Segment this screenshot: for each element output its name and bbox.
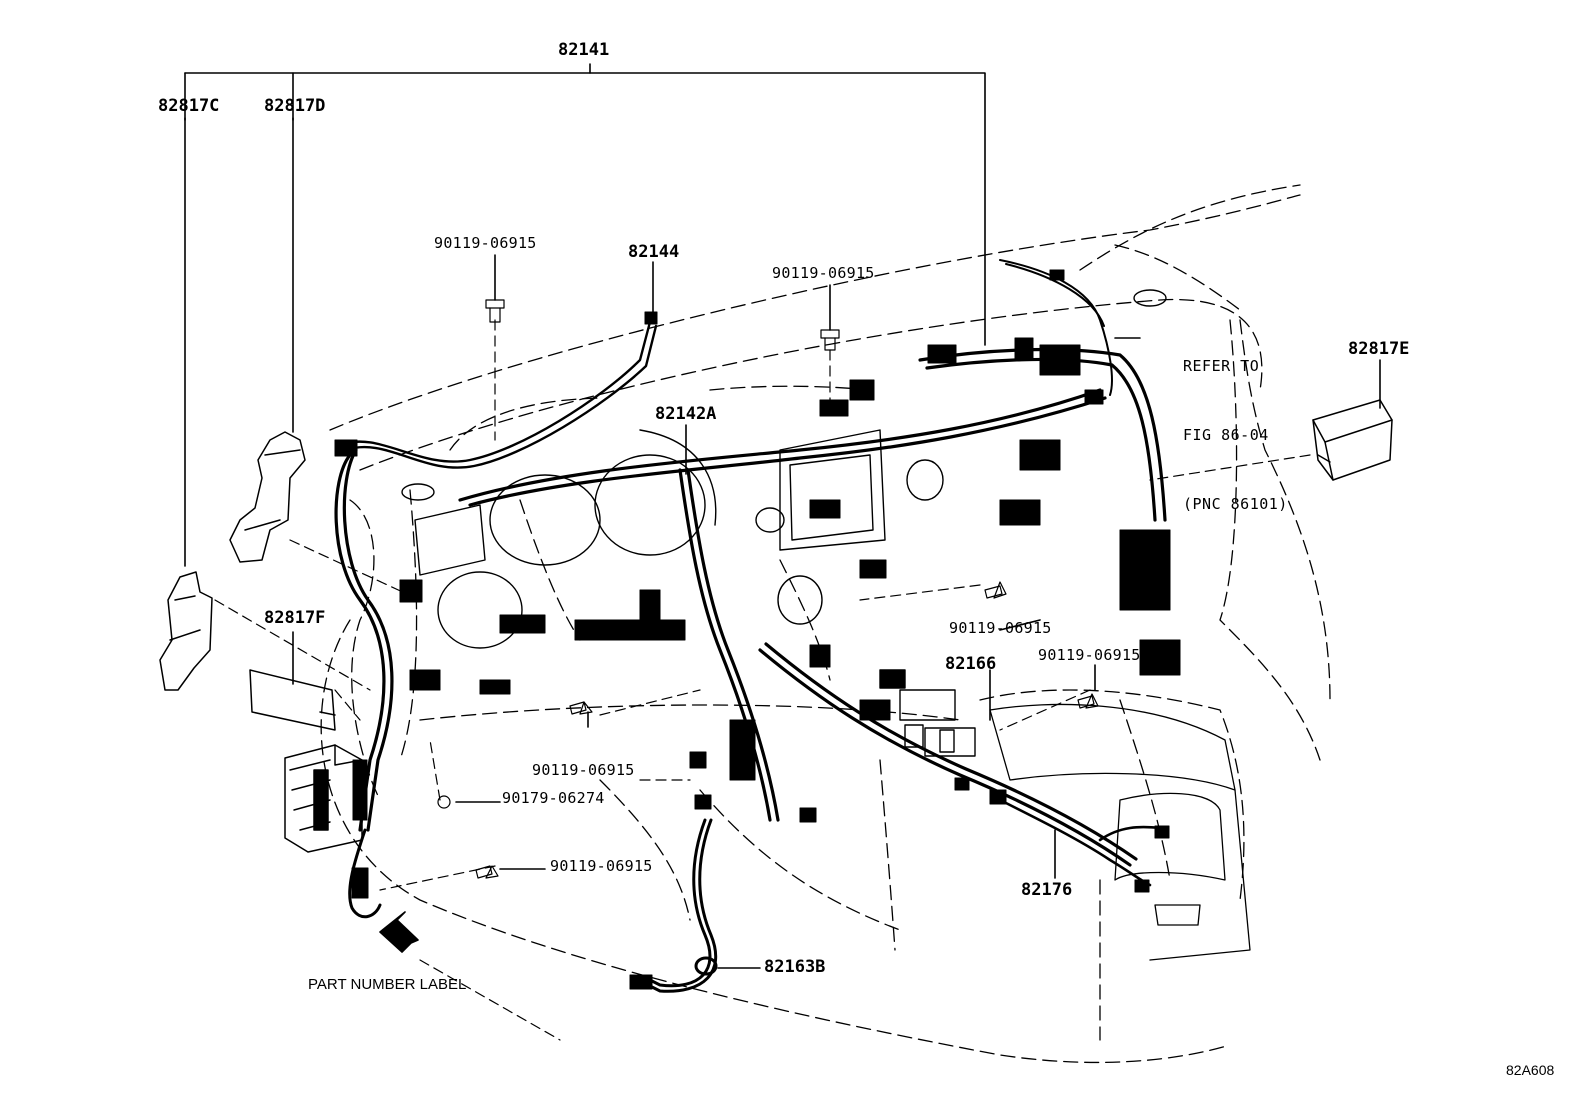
- relay-block: [879, 669, 976, 757]
- part-number-label-text: PART NUMBER LABEL: [308, 976, 467, 993]
- label-bolt-a: 90119-06915: [434, 234, 537, 252]
- bolt-icon-a: [485, 299, 505, 323]
- left-harness-lower: [348, 828, 382, 919]
- label-82142A: 82142A: [655, 404, 717, 424]
- bolt-icon-b: [820, 329, 840, 351]
- bolt-icon-e: [569, 701, 593, 715]
- refer-line-1: REFER TO: [1183, 357, 1260, 375]
- label-clip: 90179-06274: [502, 789, 605, 807]
- label-82176: 82176: [1021, 880, 1073, 900]
- bolt-icon-c: [984, 581, 1007, 599]
- figure-id: 82A608: [1506, 1062, 1555, 1078]
- upper-wire: [338, 320, 658, 469]
- dashboard-outline: [320, 194, 1321, 1064]
- bracket-82817C: [159, 571, 213, 691]
- label-82817D: 82817D: [264, 96, 326, 116]
- leader-lines: [184, 117, 1381, 969]
- label-82817E: 82817E: [1348, 339, 1410, 359]
- refer-cable: [999, 259, 1113, 396]
- label-82166: 82166: [945, 654, 997, 674]
- refer-to-note: REFER TO FIG 86-04 (PNC 86101): [1183, 309, 1288, 539]
- cable-82163B: [648, 818, 718, 993]
- cable-82176: [998, 798, 1162, 887]
- label-82144: 82144: [628, 242, 680, 262]
- label-bolt-b: 90119-06915: [772, 264, 875, 282]
- bolt-icon-f: [475, 865, 499, 879]
- label-82141: 82141: [558, 40, 610, 60]
- arrow-icon: [379, 911, 419, 953]
- label-bolt-e: 90119-06915: [532, 761, 635, 779]
- ecu-box: [284, 744, 363, 853]
- gauge-cluster: [401, 289, 1167, 649]
- label-bolt-f: 90119-06915: [550, 857, 653, 875]
- bracket-82817F: [249, 669, 336, 731]
- bracket-82141: [184, 63, 986, 346]
- windshield-outline: [1079, 184, 1331, 701]
- console: [989, 703, 1251, 961]
- main-harness: [334, 347, 1167, 867]
- box-82817E: [1312, 399, 1393, 481]
- label-82817C: 82817C: [158, 96, 220, 116]
- connectors: [334, 269, 1181, 990]
- label-82163B: 82163B: [764, 957, 826, 977]
- clip-icon: [437, 795, 451, 809]
- refer-line-2: FIG 86-04: [1183, 426, 1269, 444]
- label-bolt-d: 90119-06915: [1038, 646, 1141, 664]
- bracket-82817D: [229, 431, 306, 563]
- label-bolt-c: 90119-06915: [949, 619, 1052, 637]
- label-82817F: 82817F: [264, 608, 326, 628]
- refer-line-3: (PNC 86101): [1183, 495, 1288, 513]
